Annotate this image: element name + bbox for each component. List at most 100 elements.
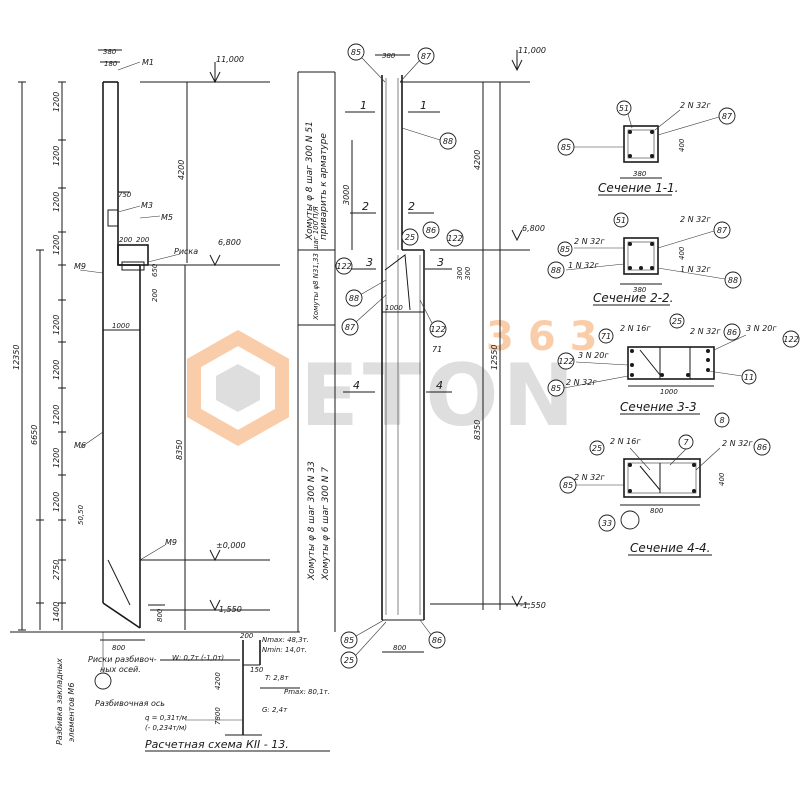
height-8350: 8350 <box>175 440 184 460</box>
s2-callout-51: 51 <box>616 216 626 225</box>
seg-l-2: 1200 <box>52 360 61 380</box>
dim-200: 200 <box>240 632 254 640</box>
s3-callout-122a: 122 <box>558 357 573 366</box>
callout-71: 71 <box>432 345 442 354</box>
s3-callout-8: 8 <box>719 416 724 425</box>
s3-callout-122b: 122 <box>783 335 798 344</box>
dim-800: 800 <box>156 608 164 622</box>
section-2-2: 51 2 N 32г 87 85 2 N 32г 88 1 N 32г 1 N … <box>547 212 742 306</box>
center-dim-1000: 1000 <box>385 304 403 312</box>
s4-callout-7: 7 <box>683 438 689 447</box>
m5-label: M5 <box>161 213 173 222</box>
callout-87a: 87 <box>421 52 432 61</box>
center-top-width: 380 <box>382 52 396 60</box>
s2-bars-right: 1 N 32г <box>680 265 711 274</box>
callout-122b: 122 <box>336 262 351 271</box>
design-scheme: W: 0,7т (-1,0т) Nmax: 48,3т. Nmin: 14,0т… <box>145 632 330 752</box>
watermark-inner-icon <box>216 364 260 412</box>
center-elev-bottom: -1,550 <box>520 601 546 610</box>
s1-callout-51: 51 <box>619 104 629 113</box>
q2: (- 0,234т/м) <box>145 724 187 732</box>
dim-1000: 1000 <box>112 322 130 330</box>
s3-bars-a: 2 N 16г <box>620 324 651 333</box>
s4-height: 400 <box>718 472 726 486</box>
w-load: W: 0,7т (-1,0т) <box>172 654 224 662</box>
section-mark-3b: 3 <box>437 256 444 269</box>
vert-note-2: элементов М6 <box>67 683 76 742</box>
dim-2750: 2750 <box>52 560 61 580</box>
axis-marker-icon <box>94 672 112 690</box>
elev-zero: ±0,000 <box>216 541 246 550</box>
s3-bars-d: 3 N 20г <box>746 324 777 333</box>
stirrups-upper-2: приварить к арматуре <box>319 133 329 240</box>
s3-width: 1000 <box>660 388 678 396</box>
height-6650: 6650 <box>30 425 39 445</box>
seg-u-1: 1200 <box>52 92 61 112</box>
elev-bottom: -1,550 <box>216 605 242 614</box>
risks-note-1: Риски разбивоч- <box>88 655 157 664</box>
callout-86b: 86 <box>432 636 442 645</box>
s4-callout-85: 85 <box>563 481 573 490</box>
axis-note: Разбивочная ось <box>95 699 165 708</box>
section-mark-4a: 4 <box>353 379 360 392</box>
ticks <box>18 81 66 631</box>
s2-bars-top: 2 N 32г <box>680 215 711 224</box>
dim-200-a: 200 <box>119 236 133 244</box>
dim-200c: 200 <box>151 288 159 302</box>
stirrups-lower-1: Хомуты φ 8 шаг 300 N 33 <box>307 461 317 581</box>
s2-bars-left: 2 N 32г <box>574 237 605 246</box>
seg-l-1: 1200 <box>52 315 61 335</box>
section-1-1: 51 2 N 32г 87 85 400 380 Сечение 1-1. <box>557 100 736 196</box>
s3-bars-b: 2 N 32г <box>690 327 721 336</box>
section-4-4: 25 2 N 16г 7 2 N 32г 86 85 2 N 32г 400 8… <box>559 434 771 556</box>
s2-callout-87: 87 <box>717 226 728 235</box>
center-dim-4200: 4200 <box>473 150 482 170</box>
center-dim-300a: 300 <box>456 266 464 280</box>
watermark: ETON 363 <box>187 314 612 447</box>
section-3-3: 71 2 N 16г 25 2 N 32г 86 3 N 20г 122 122… <box>547 313 800 428</box>
center-dim-12550: 12550 <box>490 345 499 370</box>
center-dim-800: 800 <box>393 644 407 652</box>
center-dim-300b: 300 <box>464 266 472 280</box>
stirrups-upper-1: Хомуты φ 8 шаг 300 N 51 <box>305 121 315 241</box>
callout-85a: 85 <box>351 48 361 57</box>
seg-l-4: 1200 <box>52 448 61 468</box>
m9-lower: M9 <box>165 538 177 547</box>
section-mark-3a: 3 <box>366 256 373 269</box>
s3-bars-e: 2 N 32г <box>566 378 597 387</box>
s4-bars-b: 2 N 32г <box>722 439 753 448</box>
section-mark-2a: 2 <box>362 200 369 213</box>
dim-800b: 800 <box>112 644 126 652</box>
callout-88b: 88 <box>349 294 359 303</box>
s3-bars-c: 3 N 20г <box>578 351 609 360</box>
callout-122a: 122 <box>447 234 462 243</box>
center-dim-8350: 8350 <box>473 420 482 440</box>
dim-4200: 4200 <box>214 672 222 690</box>
s1-callout-87: 87 <box>722 112 733 121</box>
s1-callout-85: 85 <box>561 143 571 152</box>
watermark-hexagon-icon <box>187 329 289 447</box>
callout-122c: 122 <box>430 325 445 334</box>
m3-label: M3 <box>141 201 153 210</box>
elev-crane: 6,800 <box>218 238 241 247</box>
center-elev-crane: 6,800 <box>522 224 545 233</box>
s1-title: Сечение 1-1. <box>598 181 679 195</box>
s3-callout-11: 11 <box>744 373 754 382</box>
small-note: Хомуты φ8 N31,33 шаг 100 П/Я <box>312 206 320 321</box>
section-mark-1b: 1 <box>420 99 427 112</box>
section-mark-4b: 4 <box>436 379 443 392</box>
callout-25a: 25 <box>405 233 415 242</box>
dim-200-b: 200 <box>136 236 150 244</box>
s4-callout-25: 25 <box>592 444 602 453</box>
nmax: Nmax: 48,3т. <box>262 636 309 644</box>
dim-50-50: 50,50 <box>77 504 85 525</box>
s1-width: 380 <box>633 170 647 178</box>
watermark-number: 363 <box>486 314 612 360</box>
t-load: T: 2,8т <box>265 674 289 682</box>
pmax: Pmax: 80,1т. <box>284 688 330 696</box>
s2-height: 400 <box>678 246 686 260</box>
dim-750: 750 <box>118 191 132 199</box>
s4-callout-33: 33 <box>602 519 612 528</box>
total-height: 12350 <box>12 345 21 370</box>
